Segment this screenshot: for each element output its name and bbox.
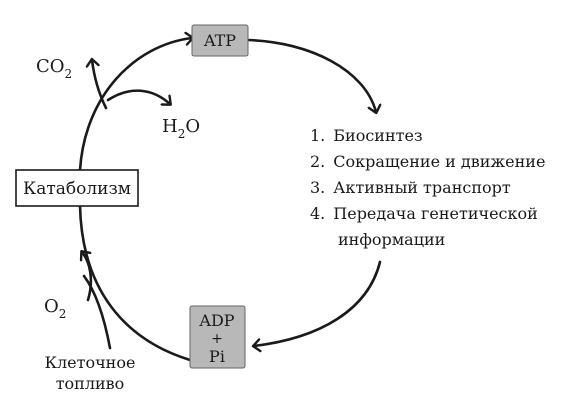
use-item-4-cont: информации: [338, 230, 445, 249]
co2-label: CO2: [36, 56, 72, 81]
catabolism-label: Катаболизм: [23, 179, 131, 199]
adp-label: ADP: [198, 311, 234, 330]
use-item-2: 2.Сокращение и движение: [310, 152, 545, 171]
plus-label: +: [211, 331, 223, 347]
use-item-1: 1.Биосинтез: [310, 126, 423, 145]
arrow-from-o2: [82, 252, 93, 302]
arc-adp-to-catabolism: [78, 204, 192, 362]
pi-label: Pi: [209, 347, 225, 366]
o2-label: O2: [44, 296, 66, 321]
arc-uses-to-adp: [254, 260, 382, 346]
use-item-3: 3.Активный транспорт: [310, 178, 511, 197]
arrow-to-h2o: [106, 89, 170, 104]
h2o-label: H2O: [162, 116, 200, 141]
fuel-line1: Клеточное: [45, 353, 136, 372]
uses-list: 1.Биосинтез 2.Сокращение и движение 3.Ак…: [310, 126, 545, 249]
fuel-line2: топливо: [56, 374, 125, 393]
atp-box: ATP: [191, 24, 249, 57]
atp-label: ATP: [203, 31, 236, 50]
arrow-from-fuel: [82, 274, 112, 350]
arc-atp-to-uses: [246, 38, 376, 112]
adp-pi-box: ADP + Pi: [189, 305, 246, 369]
use-item-4: 4.Передача генетической: [310, 204, 538, 223]
catabolism-box: Катаболизм: [15, 169, 139, 207]
arrow-to-co2: [92, 60, 108, 110]
arc-catabolism-to-atp: [78, 38, 192, 172]
